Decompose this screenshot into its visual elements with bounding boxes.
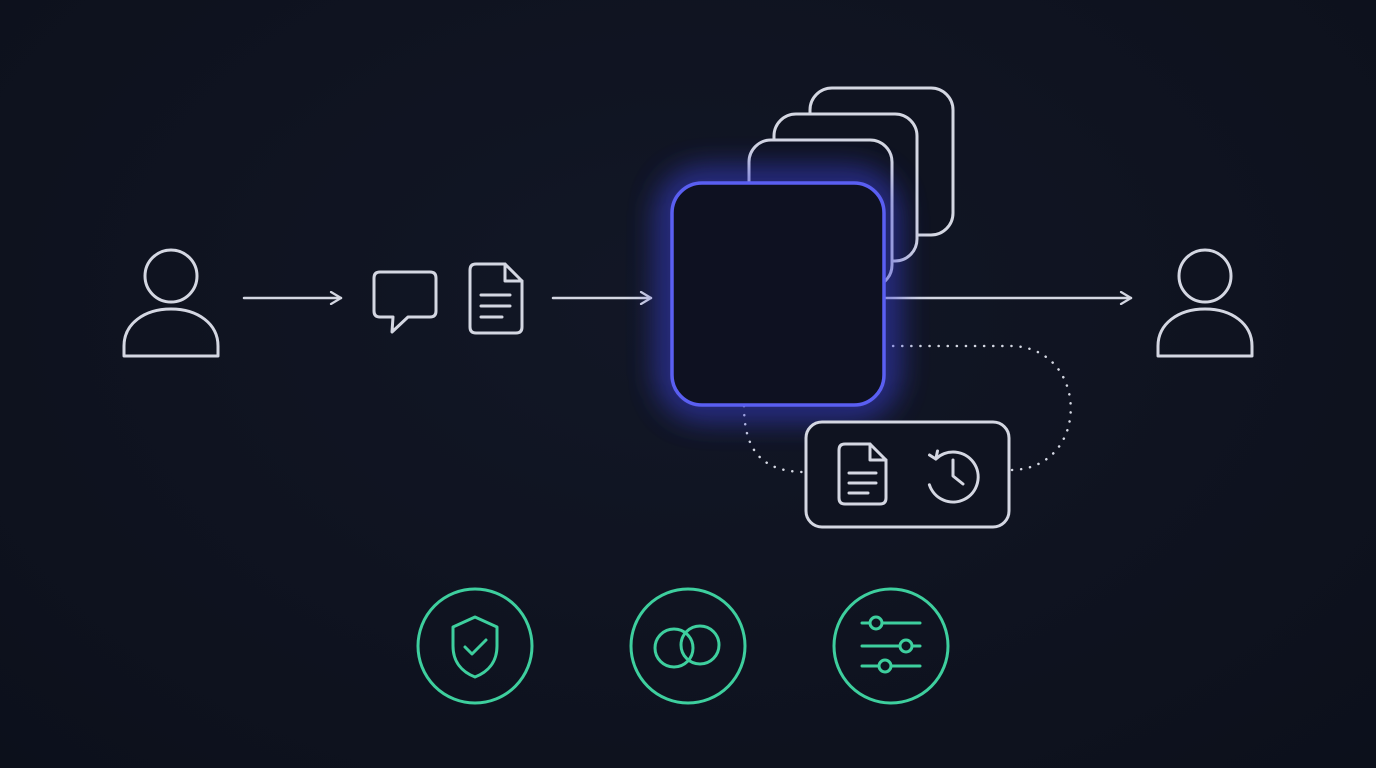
- document-icon: [468, 262, 524, 335]
- source-user-icon: [122, 248, 220, 358]
- interlocking-rings-icon: [653, 627, 695, 669]
- interlocking-rings-badge: [629, 587, 747, 705]
- dotted-loop-left: [742, 404, 807, 474]
- history-icon: [927, 449, 980, 504]
- core-node: [661, 172, 895, 416]
- speech-bubble-icon: [372, 270, 438, 334]
- shield-check-badge: [416, 587, 534, 705]
- target-user-icon: [1156, 248, 1254, 358]
- shield-check-icon: [451, 615, 499, 679]
- dotted-loop-right: [882, 344, 1072, 472]
- sliders-icon: [860, 615, 922, 674]
- sliders-badge: [832, 587, 950, 705]
- memory-document-icon: [837, 442, 888, 506]
